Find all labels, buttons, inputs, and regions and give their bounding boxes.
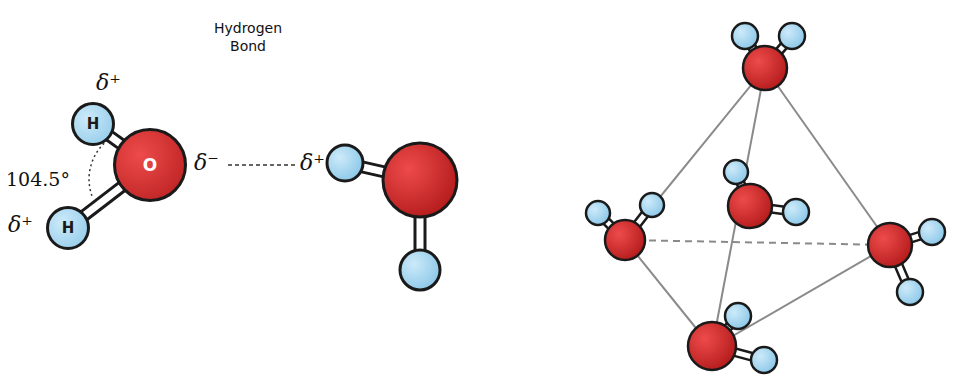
hydrogen-atom bbox=[783, 199, 809, 225]
water-molecule bbox=[327, 143, 457, 290]
bond-stick bbox=[84, 186, 122, 215]
partial-charge: δ⁺ bbox=[8, 212, 33, 237]
atom-symbol: H bbox=[62, 219, 75, 237]
hydrogen-atom bbox=[640, 193, 664, 217]
hydrogen-atom bbox=[724, 160, 748, 184]
hydrogen-atom bbox=[725, 303, 751, 329]
hydrogen-atom bbox=[919, 219, 945, 245]
oxygen-atom bbox=[743, 46, 787, 90]
water-molecule bbox=[586, 193, 664, 260]
oxygen-atom bbox=[605, 220, 645, 260]
bond-fill bbox=[84, 186, 122, 215]
hydrogen-atom: H bbox=[46, 206, 90, 250]
hydrogen-atom bbox=[586, 201, 610, 225]
partial-charge: δ⁺ bbox=[300, 150, 325, 175]
hydrogen-atom bbox=[732, 23, 758, 49]
hydrogen-bond-line bbox=[228, 164, 296, 166]
hydrogen-atom: H bbox=[71, 102, 115, 146]
hydrogen-atom bbox=[897, 279, 923, 305]
bond-outline bbox=[84, 186, 122, 215]
bond-label: Hydrogen Bond bbox=[206, 20, 290, 55]
hydrogen-atom bbox=[779, 23, 805, 49]
water-cluster bbox=[586, 23, 945, 373]
atom-symbol: O bbox=[143, 155, 157, 175]
tetrahedron bbox=[625, 68, 890, 348]
partial-charge: δ⁺ bbox=[96, 70, 121, 95]
hydrogen-atom bbox=[751, 347, 777, 373]
bond-angle: 104.5° bbox=[6, 168, 70, 190]
water-molecule bbox=[732, 23, 805, 90]
water-molecule bbox=[688, 303, 777, 373]
oxygen-atom bbox=[688, 322, 736, 370]
oxygen-atom: O bbox=[113, 128, 187, 202]
water-molecule bbox=[868, 219, 945, 305]
atom-symbol: H bbox=[87, 115, 100, 133]
water-molecule bbox=[724, 160, 809, 228]
oxygen-atom bbox=[868, 223, 912, 267]
oxygen-atom bbox=[728, 184, 772, 228]
partial-charge: δ⁻ bbox=[194, 150, 219, 175]
